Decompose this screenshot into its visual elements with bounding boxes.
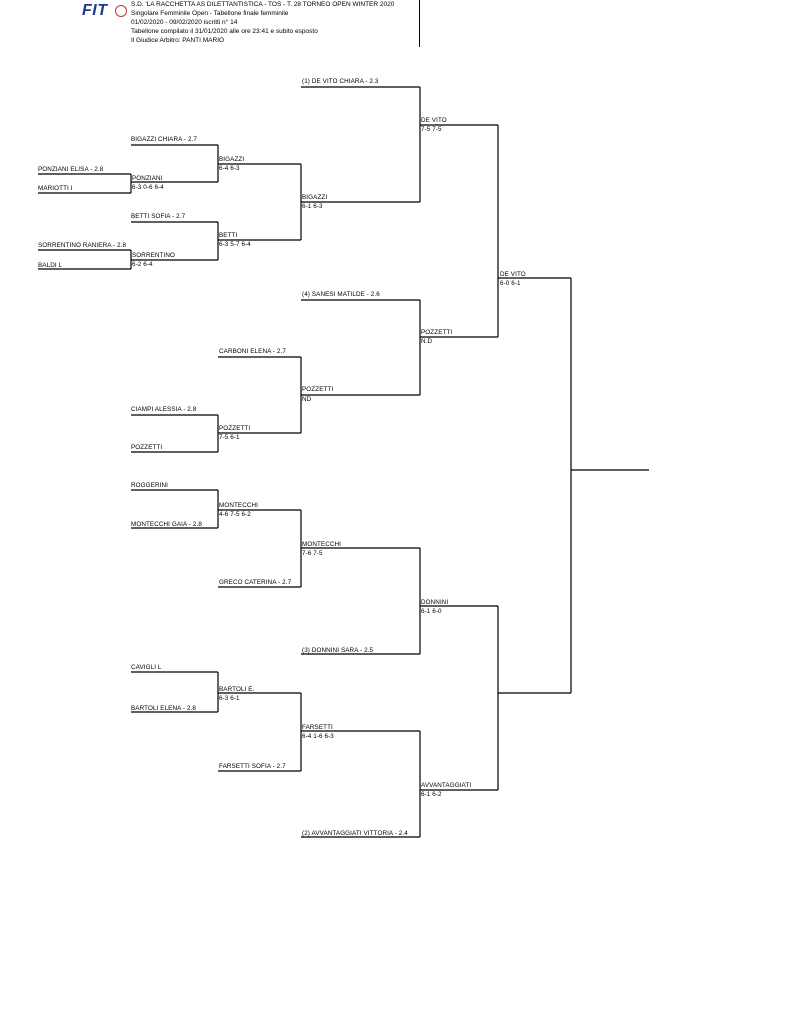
result-name: FARSETTI	[302, 724, 333, 731]
result-score: 6-3 5-7 6-4	[219, 241, 251, 248]
entry-seed-1-de-vito: (1) DE VITO CHIARA - 2.3	[302, 78, 379, 85]
entry-baldi: BALDI L	[38, 262, 63, 269]
entry-betti-sofia: BETTI SOFIA - 2.7	[131, 213, 186, 220]
entry-bartoli-elena: BARTOLI ELENA - 2.8	[131, 705, 197, 712]
result-name: AVVANTAGGIATI	[421, 782, 472, 789]
result-score: 6-1 6-2	[421, 791, 442, 798]
entry-montecchi-gaia: MONTECCHI GAIA - 2.8	[131, 521, 202, 528]
header-dates-entries: 01/02/2020 - 09/02/2020 iscritti n° 14	[131, 19, 238, 26]
result-score: ND	[302, 396, 312, 403]
entry-seed-4-sanesi: (4) SANESI MATILDE - 2.6	[302, 291, 380, 298]
header-separator	[419, 0, 420, 47]
fit-logo-text: FIT	[82, 2, 108, 19]
result-score: 6-1 6-0	[421, 608, 442, 615]
header-referee: Il Giudice Arbitro: PANTI MARIO	[131, 37, 225, 44]
result-name: BIGAZZI	[302, 194, 328, 201]
result-name: MONTECCHI	[302, 541, 342, 548]
fit-logo: FIT	[82, 2, 130, 20]
entry-ciampi-alessia: CIAMPI ALESSIA - 2.8	[131, 406, 197, 413]
result-name: DE VITO	[421, 117, 447, 124]
result-name: POZZETTI	[219, 425, 251, 432]
result-name: PONZIANI	[132, 175, 163, 182]
result-name: DE VITO	[500, 271, 526, 278]
result-name: POZZETTI	[421, 329, 453, 336]
result-score: N.D	[421, 338, 433, 345]
result-score: 4-6 7-5 6-2	[219, 511, 251, 518]
entry-cavigli: CAVIGLI L	[131, 664, 162, 671]
result-score: 6-4 1-6 6-3	[302, 733, 334, 740]
result-name: DONNINI	[421, 599, 449, 606]
tennis-ball-icon	[115, 5, 127, 17]
result-score: 6-0 6-1	[500, 280, 521, 287]
header-event-name: Singolare Femminile Open - Tabellone fin…	[131, 10, 289, 17]
result-score: 7-5 7-5	[421, 126, 442, 133]
result-score: 6-3 6-1	[219, 695, 240, 702]
result-score: 6-1 6-3	[302, 203, 323, 210]
header-tournament-title: S.D. 'LA RACCHETTA AS DILETTANTISTICA - …	[131, 1, 395, 8]
entry-ponziani-elisa: PONZIANI ELISA - 2.8	[38, 166, 104, 173]
entry-seed-2-avvantaggiati: (2) AVVANTAGGIATI VITTORIA - 2.4	[302, 830, 408, 837]
result-name: MONTECCHI	[219, 502, 259, 509]
result-score: 6-3 0-6 6-4	[132, 184, 164, 191]
result-name: POZZETTI	[302, 386, 334, 393]
header-compiled-note: Tabellone compilato il 31/01/2020 alle o…	[131, 28, 318, 35]
entry-bigazzi-chiara: BIGAZZI CHIARA - 2.7	[131, 136, 198, 143]
entry-greco-caterina: GRECO CATERINA - 2.7	[219, 579, 292, 586]
entry-seed-3-donnini: (3) DONNINI SARA - 2.5	[302, 647, 374, 654]
result-name: BETTI	[219, 232, 238, 239]
entry-carboni-elena: CARBONI ELENA - 2.7	[219, 348, 286, 355]
entry-farsetti-sofia: FARSETTI SOFIA - 2.7	[219, 763, 286, 770]
entry-roggerini: ROGGERINI	[131, 482, 168, 489]
result-name: BARTOLI E.	[219, 686, 255, 693]
result-score: 7-5 6-1	[219, 434, 240, 441]
result-score: 6-2 6-4	[132, 261, 153, 268]
entry-pozzetti: POZZETTI	[131, 444, 163, 451]
entry-sorrentino-raniera: SORRENTINO RANIERA - 2.8	[38, 242, 127, 249]
result-name: BIGAZZI	[219, 156, 245, 163]
result-score: 7-6 7-5	[302, 550, 323, 557]
result-name: SORRENTINO	[132, 252, 175, 259]
entry-mariotti: MARIOTTI I	[38, 185, 73, 192]
result-score: 6-4 6-3	[219, 165, 240, 172]
